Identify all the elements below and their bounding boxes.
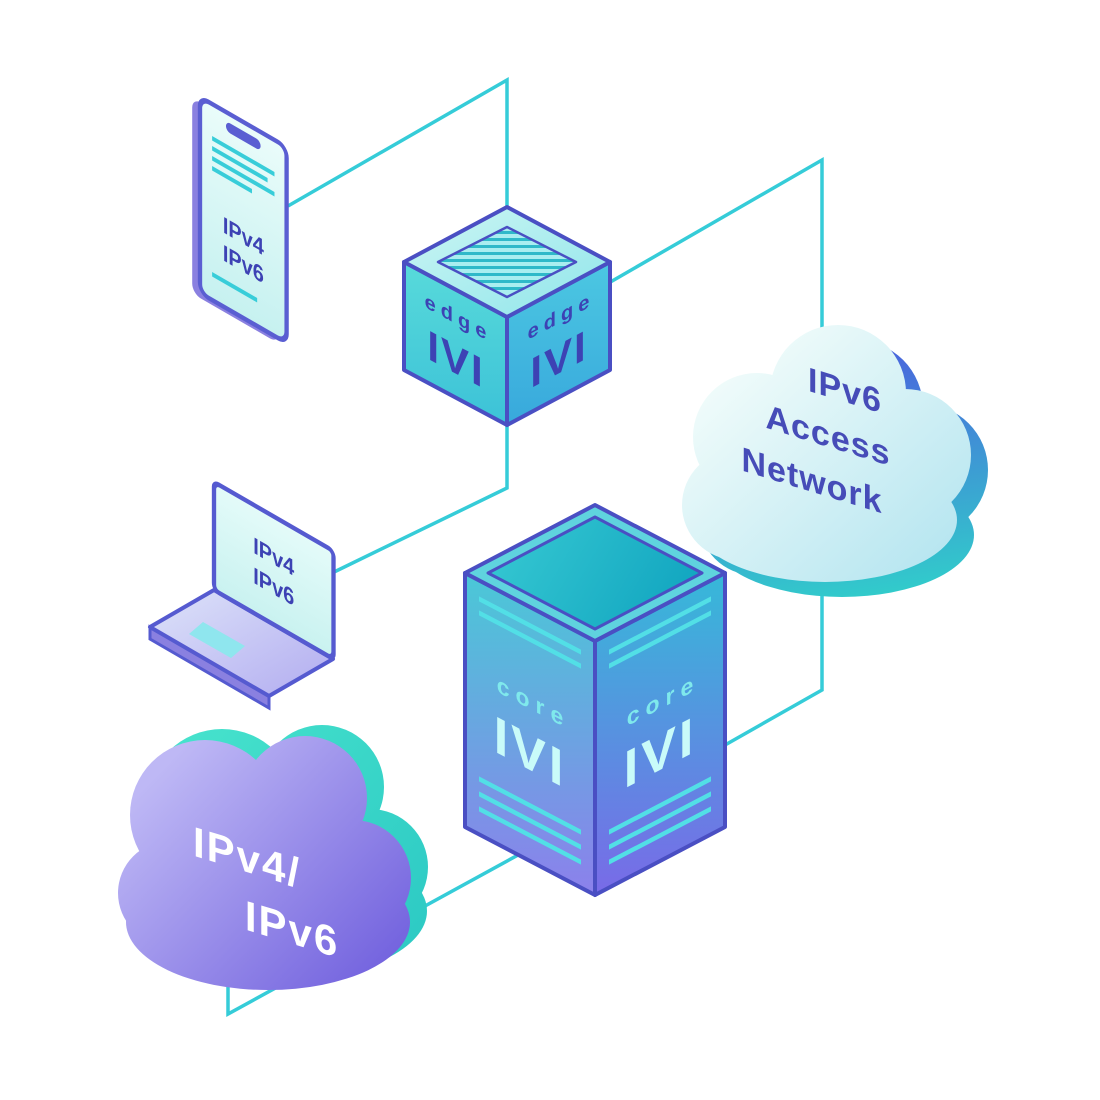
laptop-screen: IPv4 IPv6: [211, 481, 336, 660]
edge-cube-top-inner-border: [436, 225, 578, 299]
laptop-trackpad: [189, 622, 245, 658]
core-top-inner: [486, 515, 704, 631]
laptop: IPv4 IPv6: [148, 481, 336, 711]
core-left-stripes: [479, 596, 581, 865]
ipv6-access-network-cloud: IPv6 Access Network: [682, 325, 988, 597]
connector-edge-laptop: [329, 420, 509, 576]
phone-speaker-bar: [225, 122, 261, 150]
smartphone: IPv4 IPv6: [192, 98, 289, 342]
phone-screen-line: [212, 272, 258, 303]
edge-cube-top-vents: [438, 231, 576, 290]
ipv4-ipv6-cloud: IPv4/ IPv6: [118, 725, 428, 990]
edge-router-cube: edge IVI edge IVI: [402, 205, 612, 427]
phone-screen-lines: [212, 136, 275, 197]
laptop-screen-frame: [211, 481, 336, 660]
core-right-stripes: [609, 596, 711, 865]
connector-phone-edge: [287, 76, 509, 212]
core-router-server: core IVI core IVI: [463, 503, 727, 897]
